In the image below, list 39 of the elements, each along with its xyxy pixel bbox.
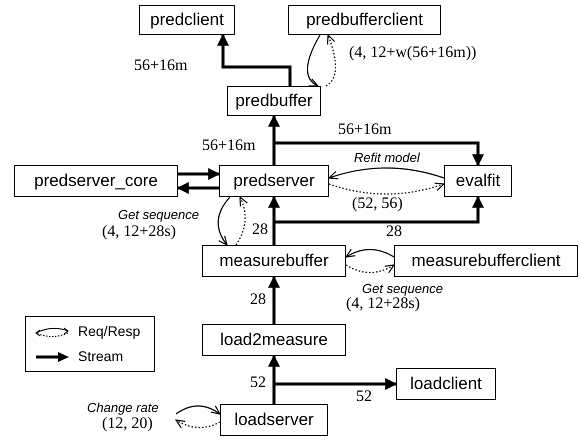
process-box: load2measure — [202, 324, 346, 356]
response-arrow — [235, 196, 248, 246]
process-box: measurebuffer — [202, 245, 346, 277]
stream-arrow — [217, 34, 292, 86]
request-arrow — [176, 405, 221, 415]
response-arrow — [326, 34, 336, 86]
stream-arrow — [268, 276, 280, 324]
edge-label: (4, 12+w(56+16m)) — [347, 45, 478, 61]
edge-label: (52, 56) — [350, 196, 405, 212]
request-arrow — [345, 248, 394, 258]
process-box: measurebufferclient — [394, 245, 578, 277]
process-box: predbufferclient — [288, 5, 441, 35]
process-box: predserver_core — [14, 165, 178, 197]
edge-label: (4, 12+28s) — [100, 224, 178, 240]
process-box: predbuffer — [227, 86, 321, 116]
legend-text: Stream — [78, 347, 124, 366]
process-box: evalfit — [444, 165, 512, 197]
request-arrow — [306, 34, 321, 87]
stream-arrow — [272, 142, 484, 166]
legend-text: Req/Resp — [78, 322, 140, 341]
response-arrow — [175, 419, 220, 428]
edge-label: (4, 12+28s) — [344, 296, 422, 312]
stream-arrow — [176, 182, 219, 194]
request-arrow — [218, 196, 230, 246]
edge-label: Get sequence — [116, 208, 201, 221]
process-box: loadclient — [396, 368, 496, 400]
process-box: predclient — [139, 5, 235, 35]
response-arrow — [346, 264, 395, 274]
edge-label: Get sequence — [360, 282, 445, 295]
edge-label: Refit model — [352, 151, 422, 164]
response-arrow — [328, 182, 445, 195]
edge-label: Change rate — [85, 401, 161, 414]
process-box: loadserver — [220, 404, 328, 436]
stream-arrow — [178, 168, 220, 180]
request-arrow — [328, 167, 444, 180]
stream-arrow — [272, 378, 398, 404]
edge-label: (12, 20) — [100, 416, 155, 432]
process-box: predserver — [219, 165, 329, 197]
stream-arrow — [272, 196, 484, 245]
